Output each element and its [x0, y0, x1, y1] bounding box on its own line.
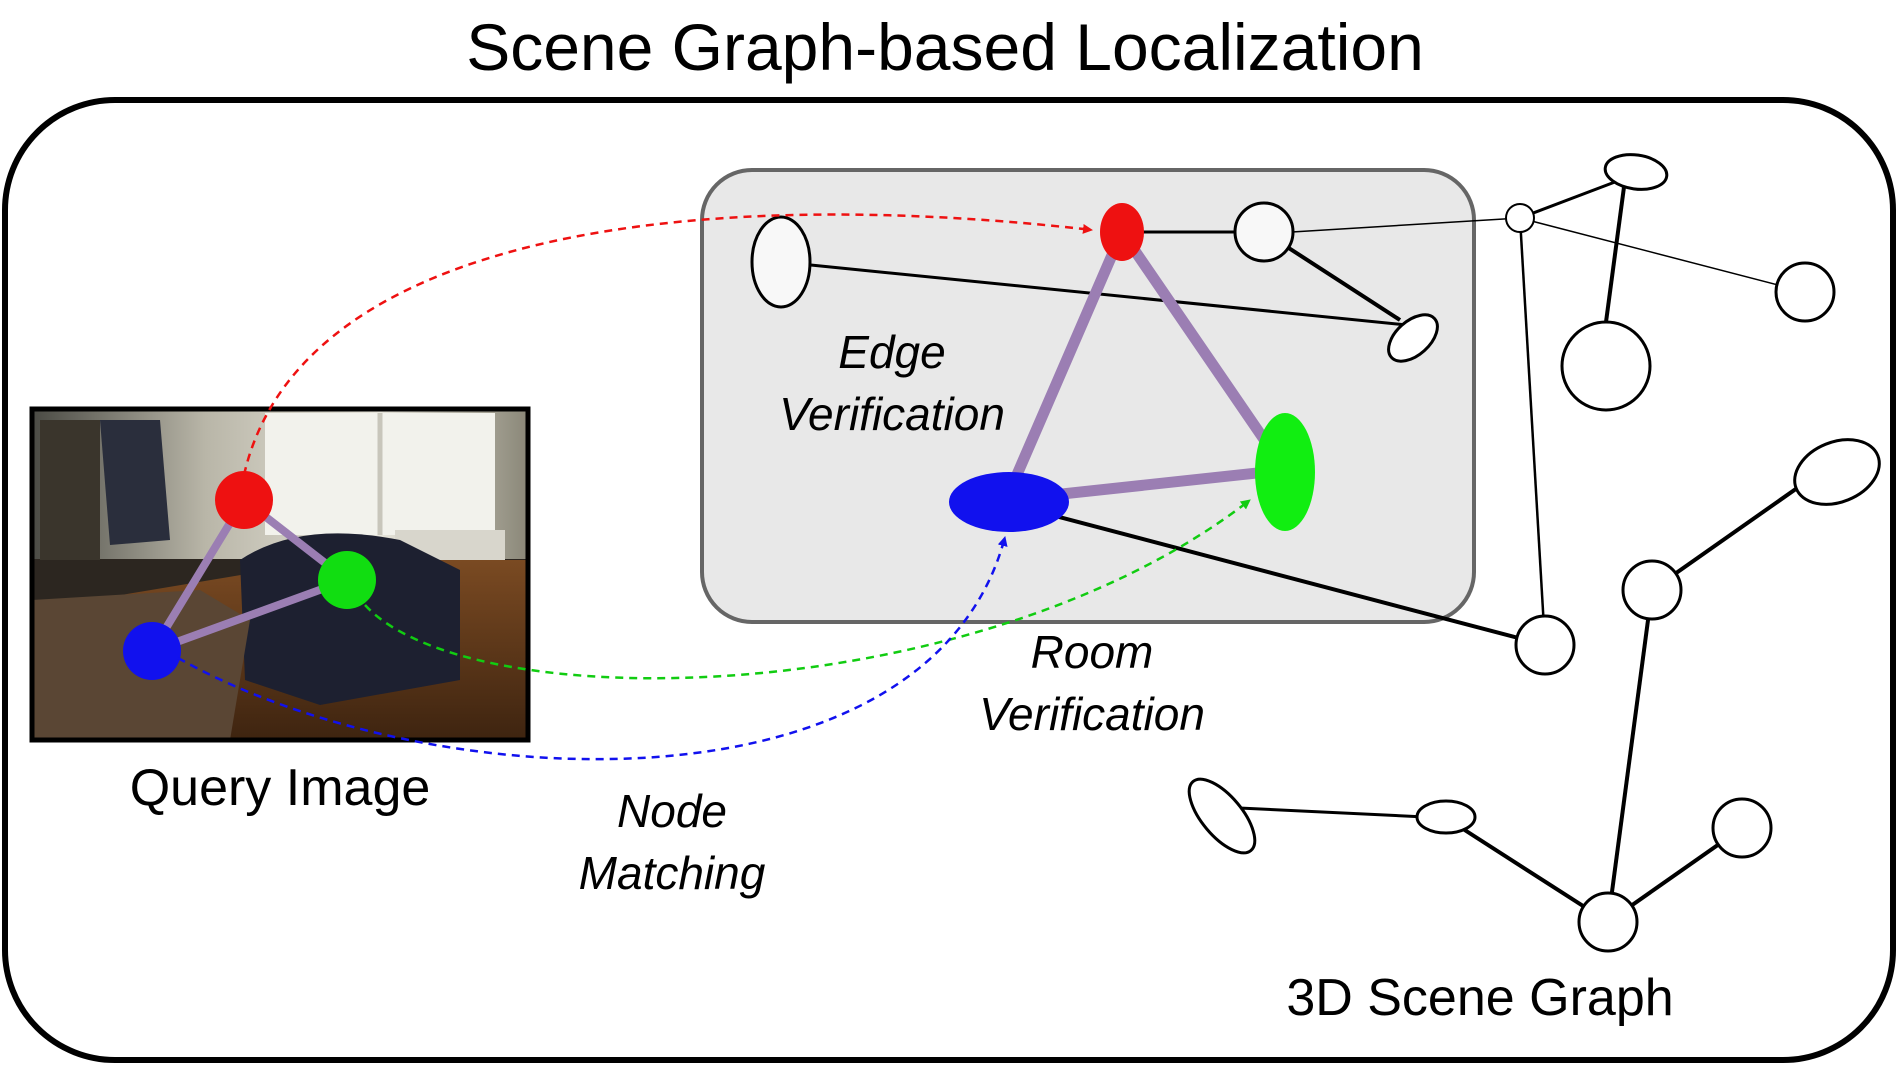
- graph-node: [1603, 153, 1669, 191]
- graph-node: [1774, 261, 1836, 323]
- graph-edge: [1518, 217, 1547, 646]
- scene-graph-caption: 3D Scene Graph: [1286, 969, 1673, 1027]
- query-image-shelf: [40, 420, 100, 560]
- graph-node: [1621, 559, 1683, 621]
- graph-edge: [1444, 816, 1610, 924]
- graph-node: [1711, 797, 1773, 859]
- diagram-title: Scene Graph-based Localization: [466, 10, 1424, 84]
- graph-node: [1514, 614, 1576, 676]
- query-node-green: [318, 551, 376, 609]
- graph-edge: [1650, 470, 1822, 592]
- graph-edge: [1606, 589, 1654, 923]
- match-arrow-green: [364, 499, 1251, 680]
- graph-node: [1187, 777, 1257, 855]
- edge-verification-label: Verification: [779, 388, 1005, 440]
- match-arrow-blue: [177, 536, 1008, 761]
- matched-node-red: [1100, 203, 1144, 261]
- matched-node-green: [1255, 413, 1315, 531]
- graph-edge: [1291, 217, 1521, 233]
- room-verification-label: Verification: [979, 688, 1205, 740]
- node-matching-label: Node: [617, 785, 727, 837]
- scene-graph-nodes: [750, 153, 1881, 953]
- node-matching-label: Matching: [579, 847, 766, 899]
- query-image-sofa: [240, 533, 460, 705]
- match-arrow-red: [242, 213, 1093, 476]
- graph-node: [1387, 313, 1439, 363]
- graph-edge: [1604, 171, 1628, 323]
- query-image-frame: [29, 406, 531, 743]
- graph-node: [1505, 203, 1535, 233]
- query-image-caption: Query Image: [130, 759, 431, 817]
- graph-node: [1577, 891, 1639, 953]
- matched-node-blue: [949, 472, 1069, 532]
- matched-edge: [1000, 226, 1128, 506]
- room-verification-label: Room: [1031, 626, 1154, 678]
- graph-node: [1233, 201, 1295, 263]
- graph-node: [1415, 799, 1477, 835]
- graph-node: [750, 215, 812, 309]
- graph-edge: [1005, 501, 1546, 647]
- matched-edge: [1116, 226, 1291, 476]
- edge-verification-label: Edge: [838, 326, 945, 378]
- query-node-red: [215, 471, 273, 529]
- scene-graph-edges: [780, 171, 1822, 924]
- query-node-blue: [123, 622, 181, 680]
- graph-edge: [1217, 805, 1447, 820]
- graph-edge: [1519, 217, 1806, 293]
- outer-frame: [2, 97, 1896, 1063]
- graph-node: [1793, 438, 1881, 506]
- graph-node: [1560, 320, 1652, 412]
- query-image: [29, 406, 531, 743]
